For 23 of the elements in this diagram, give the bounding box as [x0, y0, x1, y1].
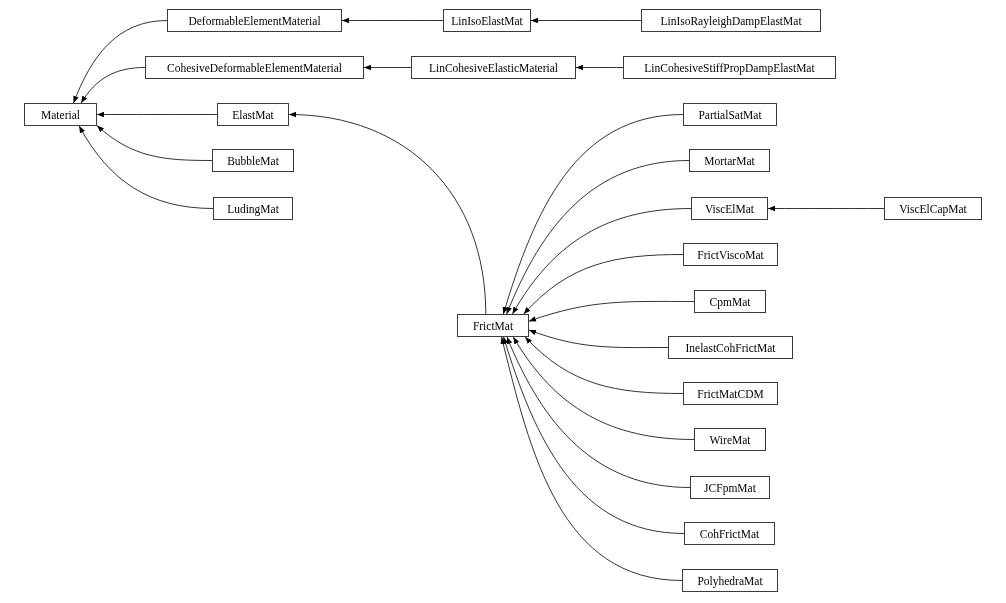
- class-box: MortarMat: [689, 149, 770, 172]
- class-box: FrictViscoMat: [683, 243, 778, 266]
- class-box: LinIsoElastMat: [443, 9, 531, 32]
- class-box: LinIsoRayleighDampElastMat: [641, 9, 821, 32]
- class-box: WireMat: [694, 428, 766, 451]
- class-box: FrictMatCDM: [683, 382, 778, 405]
- class-box: LudingMat: [213, 197, 293, 220]
- class-box: ElastMat: [217, 103, 289, 126]
- class-box: CpmMat: [694, 290, 766, 313]
- class-box: CohFrictMat: [684, 522, 775, 545]
- class-box: DeformableElementMaterial: [167, 9, 342, 32]
- class-box: ViscElMat: [691, 197, 768, 220]
- class-box: JCFpmMat: [690, 476, 770, 499]
- class-box: LinCohesiveElasticMaterial: [411, 56, 576, 79]
- class-box: InelastCohFrictMat: [668, 336, 793, 359]
- class-box: LinCohesiveStiffPropDampElastMat: [623, 56, 836, 79]
- class-box: PolyhedraMat: [682, 569, 778, 592]
- class-box: CohesiveDeformableElementMaterial: [145, 56, 364, 79]
- class-box: PartialSatMat: [683, 103, 777, 126]
- class-box: Material: [24, 103, 97, 126]
- class-box: BubbleMat: [212, 149, 294, 172]
- class-box: ViscElCapMat: [884, 197, 982, 220]
- class-box: FrictMat: [457, 314, 529, 337]
